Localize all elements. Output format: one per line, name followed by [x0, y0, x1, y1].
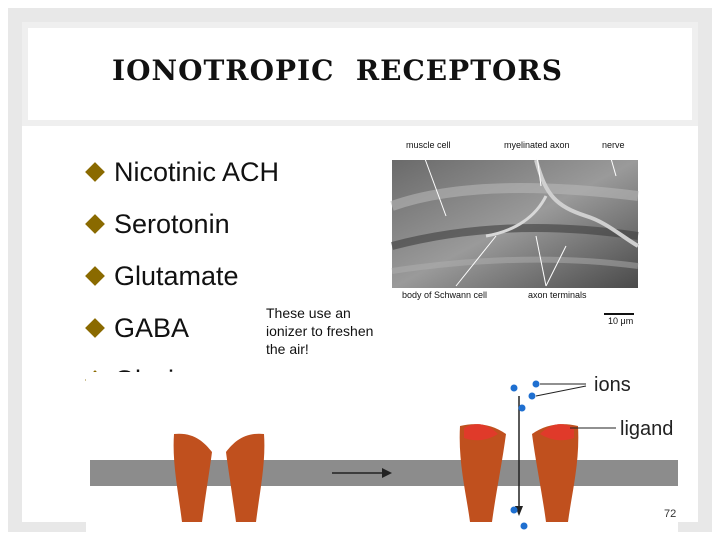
bullet-text: Nicotinic ACH: [114, 156, 280, 187]
bullet-list: Nicotinic ACH Serotonin Glutamate GABA G…: [80, 146, 279, 406]
arrow-head: [382, 468, 392, 478]
ionizer-caption: These use an ionizer to freshen the air!: [266, 305, 374, 357]
bullet-item: Nicotinic ACH: [80, 146, 279, 198]
bullet-text: Serotonin: [114, 208, 230, 239]
closed-receptor: [173, 433, 265, 522]
bullet-text: Glutamate: [114, 260, 239, 291]
slide-title: IONOTROPIC RECEPTORS: [112, 54, 563, 87]
label-ligand: ligand: [620, 418, 674, 440]
label-schwann-cell: body of Schwann cell: [402, 290, 488, 300]
bullet-item: GABA: [80, 302, 279, 354]
page-number: 72: [664, 508, 677, 520]
diamond-bullet-icon: [85, 318, 105, 338]
micrograph-figure: muscle cell myelinated axon nerve body o…: [386, 136, 648, 326]
bullet-text: GABA: [114, 312, 190, 343]
diamond-bullet-icon: [85, 266, 105, 286]
ion-channel-diagram: ions ligand: [86, 372, 678, 534]
bullet-item: Serotonin: [80, 198, 279, 250]
bullet-item: Glutamate: [80, 250, 279, 302]
label-muscle-cell: muscle cell: [406, 140, 451, 150]
ion-channel-illustration: [90, 380, 678, 530]
ligand-right: [540, 424, 574, 441]
label-myelinated-axon: myelinated axon: [504, 140, 570, 150]
label-scale-bar: 10 μm: [608, 316, 634, 326]
diamond-bullet-icon: [85, 162, 105, 182]
diamond-bullet-icon: [85, 214, 105, 234]
label-nerve: nerve: [602, 140, 625, 150]
title-box: [28, 28, 692, 120]
label-axon-terminals: axon terminals: [528, 290, 587, 300]
open-receptor: [459, 424, 579, 522]
micrograph-image: [390, 147, 640, 315]
ions: [510, 380, 540, 530]
label-ions: ions: [594, 374, 631, 396]
ligand-left: [464, 424, 498, 441]
